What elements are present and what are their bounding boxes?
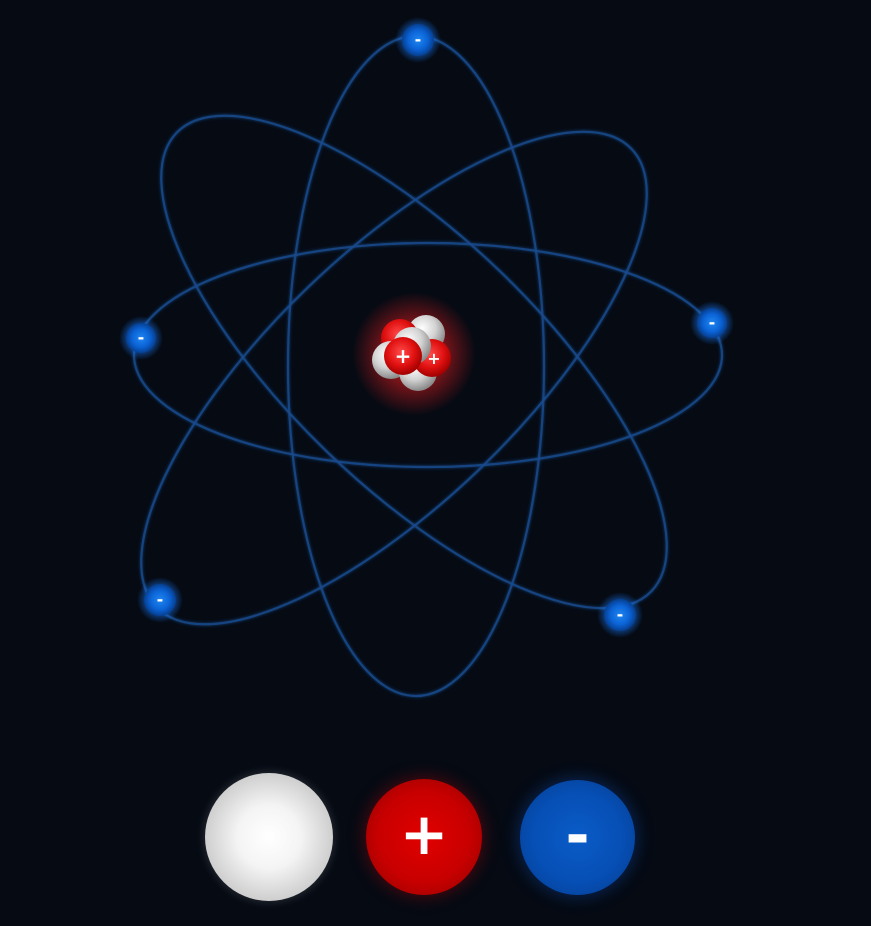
add-neutron-button[interactable]	[205, 773, 333, 901]
electron-sign: -	[415, 30, 422, 49]
electron[interactable]: -	[597, 592, 643, 638]
electron[interactable]: -	[690, 301, 734, 345]
electron[interactable]: -	[395, 17, 441, 63]
nucleus: + +	[352, 292, 476, 416]
electron-sign: -	[138, 328, 145, 347]
electron-body	[144, 584, 176, 616]
proton-particle	[384, 337, 422, 375]
electron-body	[697, 308, 727, 338]
add-electron-button[interactable]: -	[520, 780, 635, 895]
proton-sign: +	[395, 344, 412, 368]
electron-sign: -	[157, 590, 164, 609]
orbit-diagonal-down	[160, 114, 668, 610]
electron[interactable]: -	[119, 316, 163, 360]
electron-sign: -	[617, 605, 624, 624]
electron-sign: -	[709, 313, 716, 332]
proton-sign: +	[427, 349, 440, 368]
electron-body	[604, 599, 636, 631]
electron-body	[402, 24, 434, 56]
electron[interactable]: -	[137, 577, 183, 623]
electron-body	[126, 323, 156, 353]
plus-icon: +	[399, 800, 449, 868]
add-proton-button[interactable]: +	[366, 779, 482, 895]
minus-icon: -	[565, 800, 590, 869]
